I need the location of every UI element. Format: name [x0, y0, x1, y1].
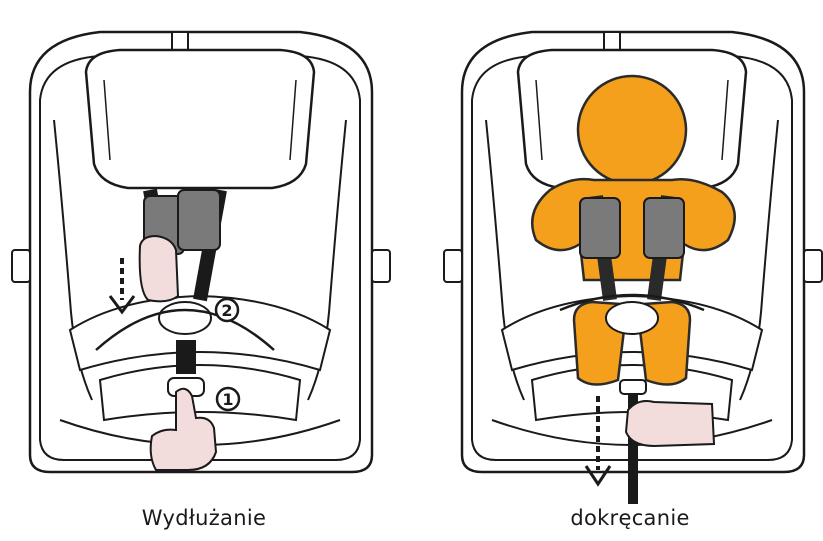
- right-panel: [444, 32, 822, 504]
- caption-wydluzanie: Wydłużanie: [54, 506, 354, 530]
- step-2-label: 2: [221, 301, 232, 320]
- hand-pulling-icon: [140, 236, 178, 301]
- hand-pulling-strap-icon: [626, 401, 714, 446]
- shoulder-pad-right: [178, 190, 220, 250]
- harness-buckle-2: [606, 302, 658, 334]
- child-body: [532, 179, 735, 280]
- caption-dokrecanie: dokręcanie: [480, 506, 780, 530]
- left-panel: 2 1: [12, 32, 390, 472]
- step-marker-2: 2: [216, 299, 238, 321]
- shoulder-pad-right-2: [644, 198, 684, 258]
- step-marker-1: 1: [217, 388, 239, 410]
- harness-buckle: [159, 302, 211, 334]
- child-head: [578, 76, 686, 184]
- step-1-label: 1: [222, 390, 233, 409]
- shoulder-pad-left-2: [580, 198, 620, 258]
